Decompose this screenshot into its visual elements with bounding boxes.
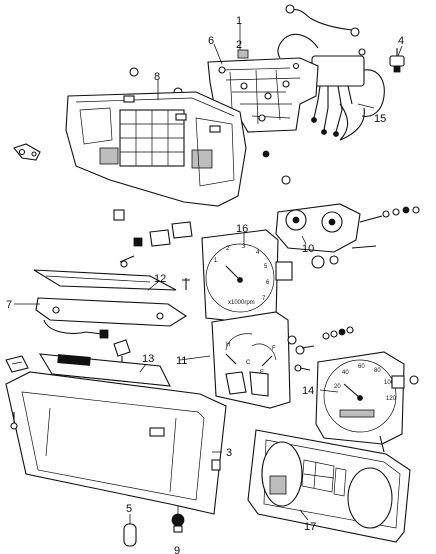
- part-label-3: 3: [226, 447, 232, 459]
- svg-text:80: 80: [374, 368, 381, 374]
- screw-lens-left: [10, 412, 18, 430]
- part-label-12: 12: [154, 273, 166, 285]
- svg-text:120: 120: [386, 396, 397, 402]
- tachometer-dial: 1 2 3 4 5 6 7 x1000rpm: [201, 229, 293, 325]
- part-label-6: 6: [208, 35, 214, 47]
- bulb-5: [123, 523, 137, 547]
- svg-text:40: 40: [342, 370, 349, 376]
- part-label-7: 7: [6, 299, 12, 311]
- svg-text:2: 2: [226, 246, 230, 252]
- temp-gauge-h: H: [226, 342, 230, 348]
- bulb-socket-4: [389, 48, 405, 73]
- part-label-2: 2: [236, 39, 242, 51]
- meter-lens: [5, 371, 227, 515]
- small-clip-left: [5, 355, 29, 373]
- svg-text:3: 3: [242, 244, 246, 250]
- part-label-1: 1: [236, 15, 242, 27]
- part-label-17: 17: [304, 521, 316, 533]
- sensor-unit: [275, 203, 420, 269]
- leader-lines: [14, 24, 403, 524]
- svg-text:1: 1: [214, 258, 218, 264]
- fuel-temp-gauge: H C F E: [211, 311, 315, 409]
- svg-text:100: 100: [384, 380, 395, 386]
- svg-text:60: 60: [358, 364, 365, 370]
- speedometer-dial: 20 40 60 80 100 120: [315, 351, 419, 453]
- part-label-9: 9: [174, 545, 180, 554]
- part-label-11: 11: [176, 355, 187, 367]
- small-connector: [237, 49, 249, 59]
- svg-text:4: 4: [256, 250, 260, 256]
- part-label-16: 16: [236, 223, 248, 235]
- part-label-10: 10: [302, 243, 314, 255]
- indicator-panel: [38, 353, 171, 387]
- small-clips-middle: [113, 209, 193, 290]
- part-label-5: 5: [126, 503, 132, 515]
- svg-text:6: 6: [266, 280, 270, 286]
- meter-case: [65, 91, 247, 207]
- circuit-board: [207, 57, 319, 133]
- meter-visor: [247, 429, 411, 543]
- bulb-socket-9: [171, 513, 185, 533]
- bulbs-right-row: [294, 326, 354, 372]
- part-label-15: 15: [374, 113, 386, 125]
- svg-text:7: 7: [262, 296, 266, 302]
- tachometer-scale-text: x1000rpm: [228, 300, 255, 306]
- part-label-8: 8: [154, 71, 160, 83]
- part-label-13: 13: [142, 353, 154, 365]
- printed-circuit-bracket: [33, 269, 177, 291]
- lens-holder-bracket: [35, 297, 188, 366]
- part-label-4: 4: [398, 35, 404, 47]
- svg-text:5: 5: [264, 264, 268, 270]
- mounting-bracket-left: [13, 143, 41, 161]
- fuel-gauge-f: F: [272, 346, 276, 352]
- svg-text:20: 20: [334, 384, 341, 390]
- temp-gauge-c: C: [246, 360, 251, 366]
- part-label-14: 14: [302, 385, 314, 397]
- wire-harness: [277, 4, 385, 141]
